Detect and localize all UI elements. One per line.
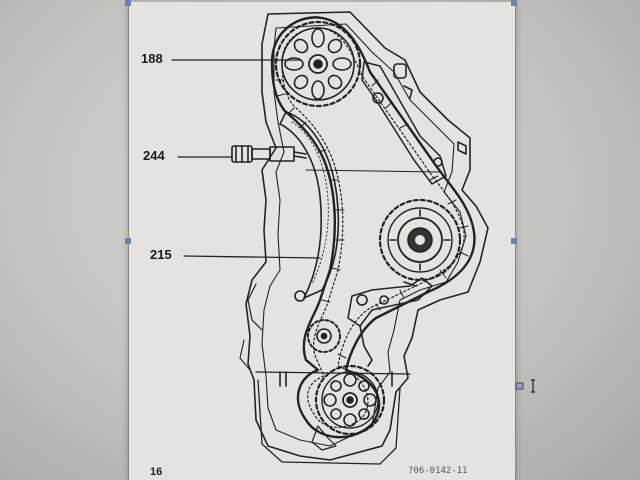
lower-tensioner-arm — [347, 277, 433, 367]
oil-pan-outline — [257, 379, 401, 465]
callout-label-188: 188 — [141, 51, 163, 66]
callout-label-244: 244 — [143, 148, 165, 163]
chain-link-ticks — [275, 79, 469, 359]
inner-housing-contour — [261, 23, 467, 447]
figure-reference-code: ?06-0142-11 — [408, 466, 468, 476]
left-mount-bracket-lower — [239, 339, 251, 371]
upper-tensioner-arm — [361, 61, 467, 185]
selection-handle-mid-left[interactable] — [125, 238, 131, 244]
lower-bracket — [311, 425, 337, 451]
guide-rail-pivot — [294, 290, 306, 302]
crankshaft-sprocket — [314, 364, 386, 436]
selection-handle-top-right[interactable] — [511, 0, 517, 6]
callout-leader-244-extension — [305, 169, 441, 173]
text-cursor-icon — [515, 379, 535, 393]
oil-pan-rim — [255, 371, 411, 375]
left-mount-bracket — [247, 283, 263, 331]
selection-handle-mid-right[interactable] — [511, 238, 517, 244]
oil-pan-bolt-left — [279, 371, 287, 387]
timing-chain-inner — [281, 27, 465, 428]
bottom-left-label: 16 — [150, 466, 163, 478]
engine-housing-outline — [245, 11, 489, 461]
idler-sprocket — [307, 319, 341, 353]
callout-leader-215 — [183, 255, 321, 259]
timing-chain-outer — [270, 16, 476, 439]
chain-tensioner — [231, 145, 307, 163]
chain-guide-rail — [279, 111, 340, 299]
callout-label-215: 215 — [150, 247, 172, 262]
intermediate-sprocket — [378, 198, 462, 282]
selection-handle-top-left[interactable] — [125, 0, 131, 6]
camshaft-sprocket — [274, 20, 362, 108]
